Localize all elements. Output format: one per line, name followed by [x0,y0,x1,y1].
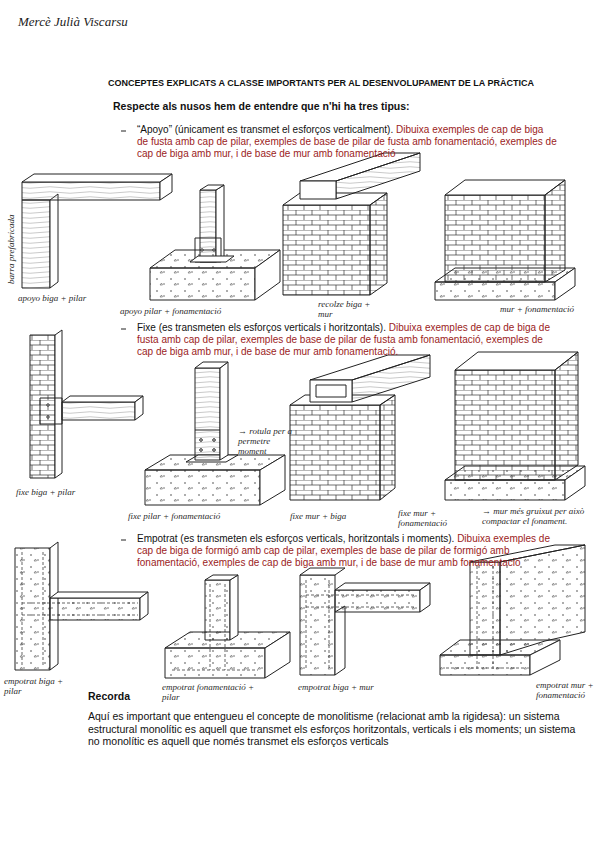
handwritten-label: → mur més gruixut per això compactar el … [482,506,594,526]
handwritten-label: empotrat fonamentació + pilar [162,682,262,702]
bullet-paragraph: “Apoyo” (únicament es transmet el esforç… [137,124,557,160]
bullet-text: Fixe (es transmeten els esforços vertica… [137,322,386,333]
handwritten-label: empotrat biga + mur [298,682,408,692]
handwritten-label: fixe mur + biga [290,511,380,521]
handwritten-label: fixe biga + pilar [16,487,106,497]
handwritten-name: Mercè Julià Viscarsu [18,14,128,30]
bullet-paragraph: Fixe (es transmeten els esforços vertica… [137,322,557,358]
bullet-paragraph: Empotrat (es transmeten els esforços ver… [137,533,557,569]
remember-heading: Recorda [88,690,130,703]
section-intro: Respecte als nusos hem de entendre que n… [113,100,583,113]
handwritten-label: apoyo biga + pilar [18,293,118,303]
note-paragraph: Aquí es important que entengueu el conce… [88,710,588,748]
handwritten-label: barra prefabricada [6,215,16,284]
handwritten-label: fixe mur + fonamentació [398,508,478,528]
handwritten-label: apoyo pilar + fonamentació [120,306,270,316]
handwritten-label: → rotula per a permetre moment [238,426,294,456]
handwritten-label: empotrat mur + fonamentació [536,680,594,700]
bullet-text: Empotrat (es transmeten els esforços ver… [137,533,454,544]
page-heading: CONCEPTES EXPLICATS A CLASSE IMPORTANTS … [108,78,596,89]
handwritten-label: empotrat biga + pilar [4,676,66,696]
bullet-text: “Apoyo” (únicament es transmet el esforç… [137,124,393,135]
handwritten-label: recolze biga + mur [318,299,378,319]
handwritten-label: fixe pilar + fonamentació [128,511,268,521]
handwritten-label: mur + fonamentació [500,304,595,314]
